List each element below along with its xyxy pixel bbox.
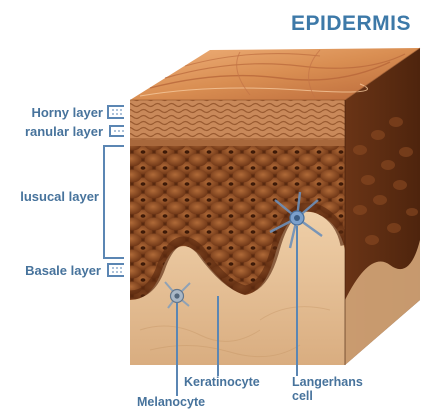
cell-label-langerhans: Langerhans — [292, 375, 363, 389]
horny-layer-bracket — [108, 106, 124, 118]
layer-label-granular: ranular layer — [25, 124, 103, 139]
basale-layer-bracket — [108, 264, 124, 276]
layer-brackets — [104, 106, 124, 276]
spinous-layer-bracket — [104, 146, 124, 258]
horny-layer-band — [130, 100, 345, 140]
layer-label-horny: Horny layer — [31, 105, 103, 120]
layer-label-basale: Basale layer — [25, 263, 101, 278]
cell-label-keratinocyte: Keratinocyte — [184, 375, 260, 389]
diagram-title: EPIDERMIS — [291, 12, 411, 35]
cell-label-melanocyte: Melanocyte — [137, 395, 205, 409]
skin-block — [130, 48, 420, 365]
cell-label-langerhans-line2: cell — [292, 389, 313, 403]
granular-layer-bracket — [110, 126, 124, 136]
layer-label-spinous: lusucal layer — [20, 189, 99, 204]
